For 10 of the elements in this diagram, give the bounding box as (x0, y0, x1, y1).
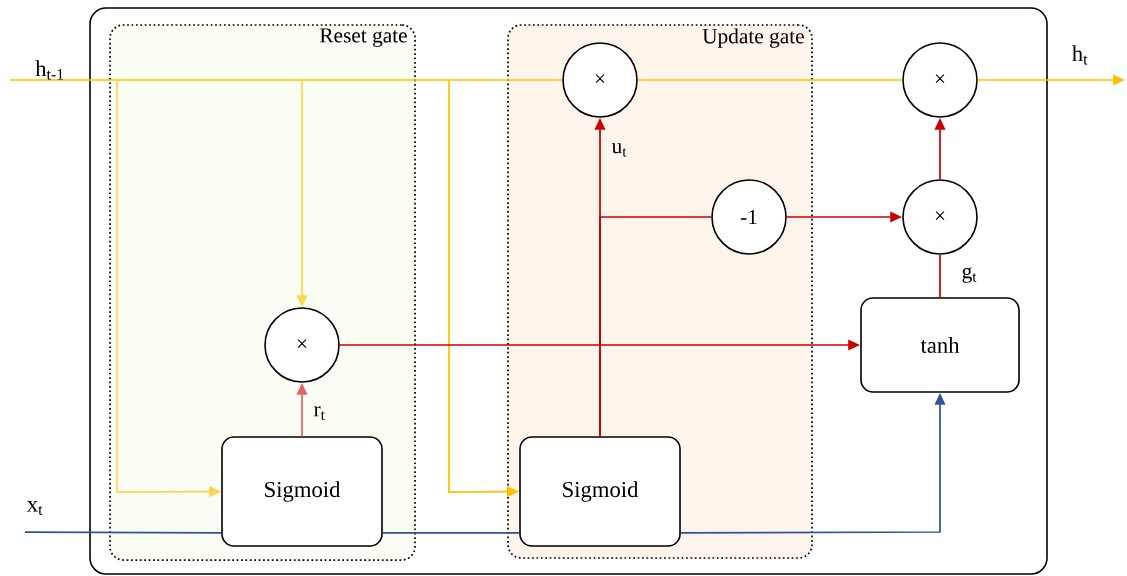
edge-label: g$_{t}$ (962, 267, 977, 283)
signal-label: x$_{t}$ (27, 501, 43, 515)
edge-label: r$_{t}$ (314, 406, 325, 420)
signal-label: h$_{t-1}$ (35, 60, 64, 80)
signal-label: h$_{t}$ (1072, 45, 1088, 65)
cell-box (89, 7, 1048, 575)
edge-label: u$_{t}$ (611, 143, 627, 157)
function-box: Sigmoid (221, 436, 383, 547)
function-box: tanh (860, 297, 1020, 393)
function-box: Sigmoid (519, 436, 681, 547)
